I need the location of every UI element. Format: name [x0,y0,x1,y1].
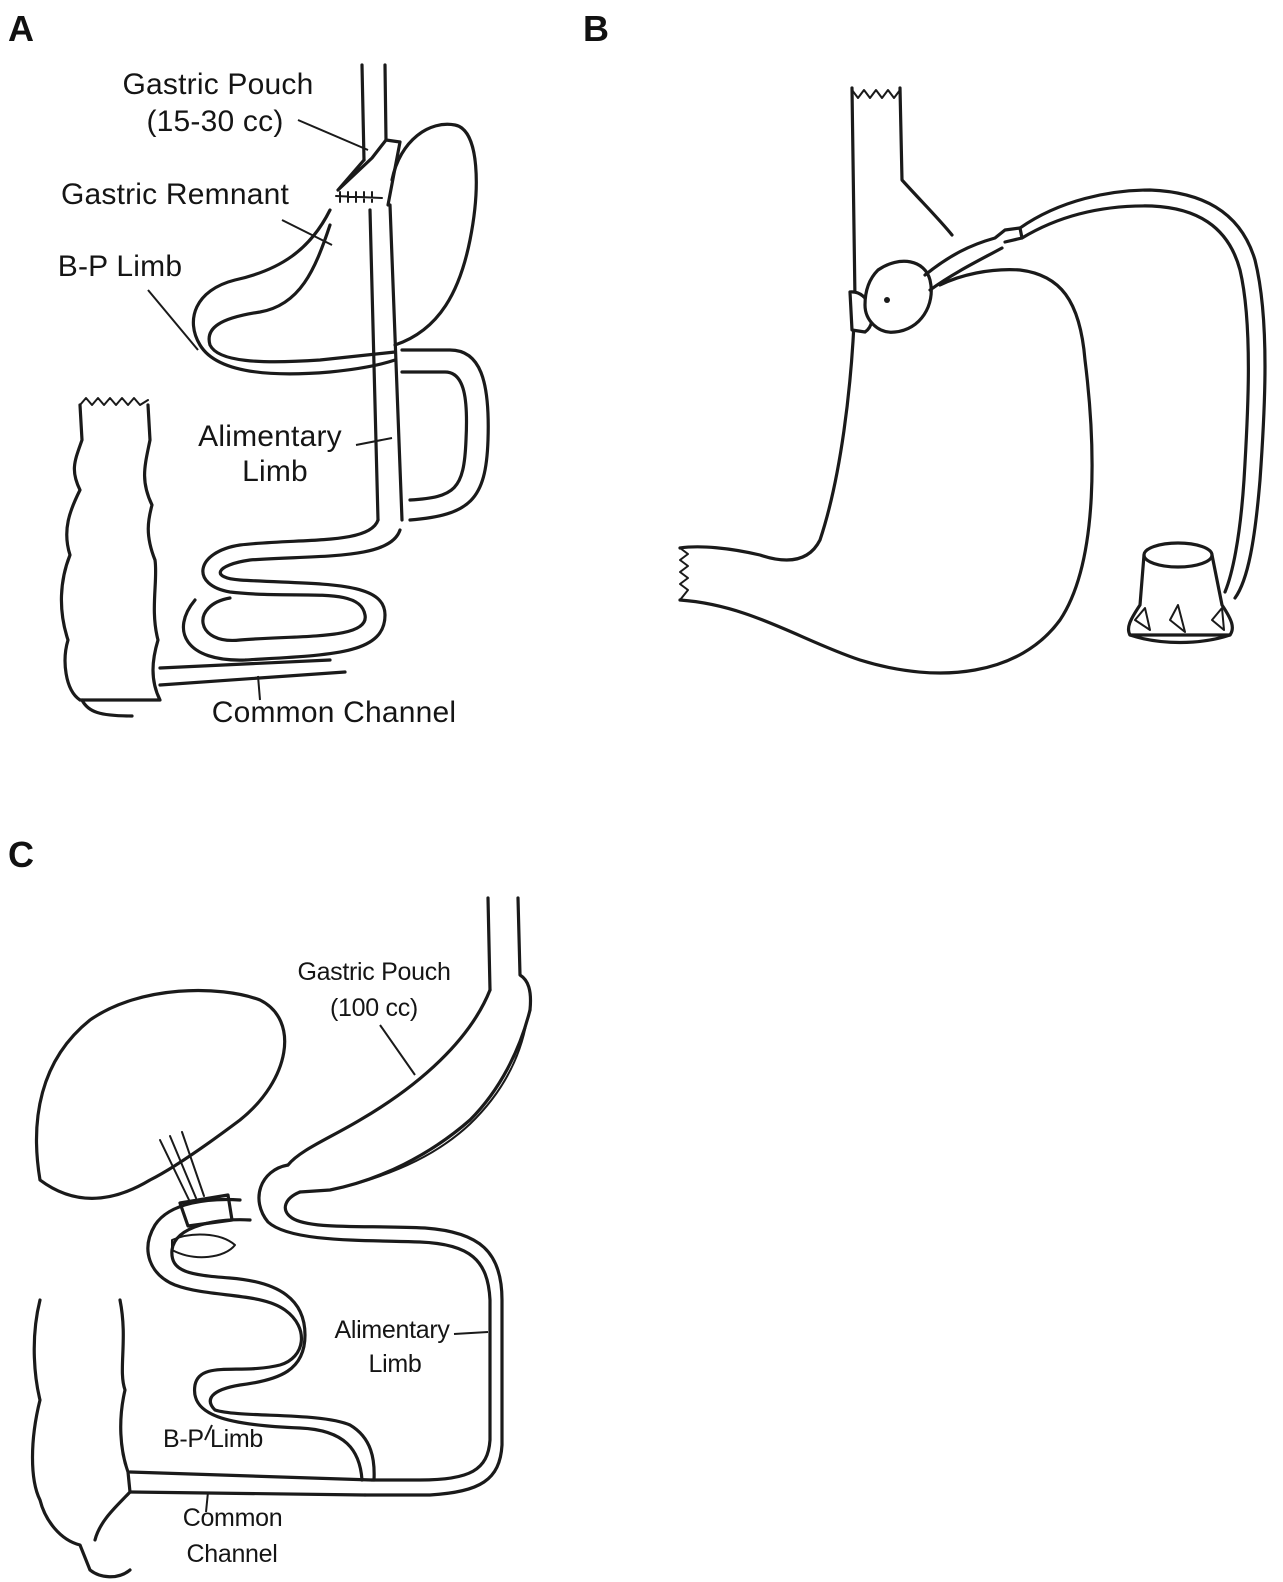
a-gastric-pouch-label: Gastric Pouch [98,68,338,102]
a-gastric-remnant [193,124,476,374]
c-staple-line [340,1020,527,1188]
a-common-channel-label: Common Channel [178,696,490,730]
a-gastric-remnant-label: Gastric Remnant [30,178,320,212]
a-esophagus [362,65,400,205]
a-alimentary-limb-label-line2: Limb [220,455,330,489]
a-staple-line [336,192,382,202]
a-appendix [82,700,132,716]
a-bp-limb [209,225,395,362]
b-band-lock-dot [884,297,890,303]
panel-b-letter: B [583,8,609,50]
a-bp-limb-label: B-P Limb [40,250,200,284]
b-duodenum-cut-edge [680,548,688,600]
c-colon [33,1300,131,1577]
b-tubing [1020,190,1265,598]
b-esophagus-cut-edge [852,90,900,98]
c-alimentary-limb-label-line2: Limb [355,1350,435,1378]
c-alimentary-limb-label-line1: Alimentary [322,1316,462,1344]
panel-c-letter: C [8,834,34,876]
a-coils [183,520,400,660]
a-bp-leader [148,290,198,350]
a-gastric-pouch-volume-label: (15-30 cc) [125,105,305,139]
b-port-top [1144,543,1212,567]
a-common-channel [160,660,345,685]
c-bp-limb-label: B-P Limb [150,1425,276,1453]
a-colon [61,405,160,700]
a-pouch-leader [298,120,368,150]
b-band-connector [925,228,1022,290]
a-right-loop [402,350,488,520]
c-pouch-leader [380,1025,415,1075]
b-band-buckle [865,261,931,332]
c-common-channel-label-line1: Common [170,1504,295,1532]
a-alimentary-leader [356,438,392,445]
c-pancreas-stipple [172,1235,235,1258]
panel-b-diagram [640,60,1283,720]
a-alimentary-limb-label-line1: Alimentary [180,420,360,454]
c-liver [37,990,285,1198]
panel-a-diagram [0,0,640,760]
c-gastric-pouch-volume-label: (100 cc) [314,994,434,1022]
c-common-channel [130,1472,372,1495]
b-port-fixation [1135,605,1224,632]
c-liver-ligament [160,1132,204,1202]
c-gastric-pouch-label: Gastric Pouch [278,958,470,986]
c-common-channel-label-line2: Channel [172,1540,292,1568]
a-colon-cut-edge [80,398,148,405]
c-esophagus [488,898,531,1010]
